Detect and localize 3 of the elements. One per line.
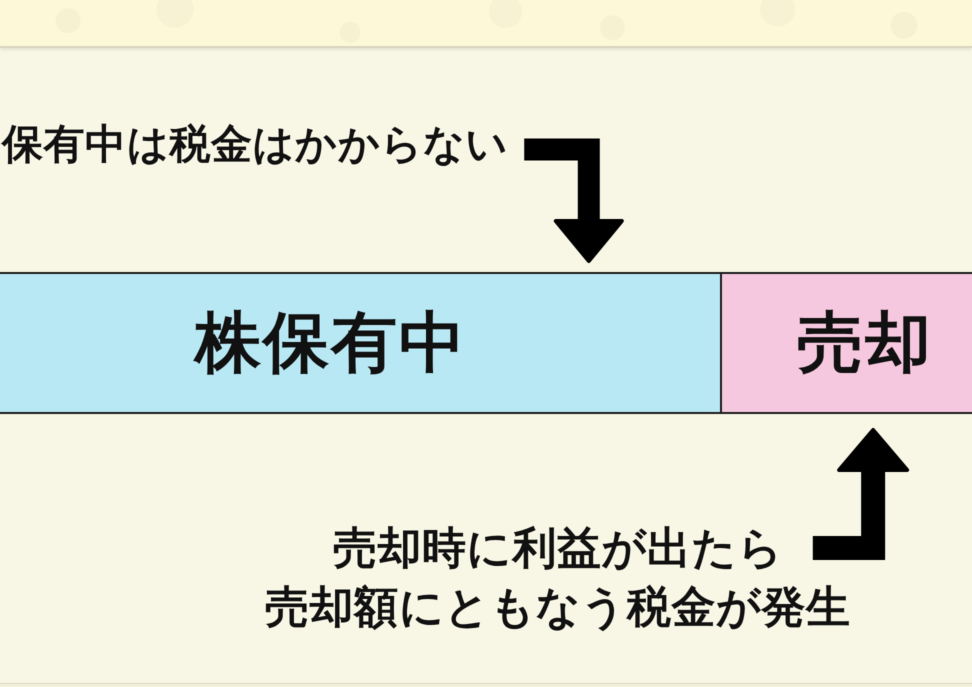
timeline-segment: 売却 [720, 272, 972, 414]
annotation-text: 保有中は税金はかからない [2, 119, 524, 169]
annotation-text: 売却時に利益が出たら売却額にともなう税金が発生 [265, 519, 851, 637]
